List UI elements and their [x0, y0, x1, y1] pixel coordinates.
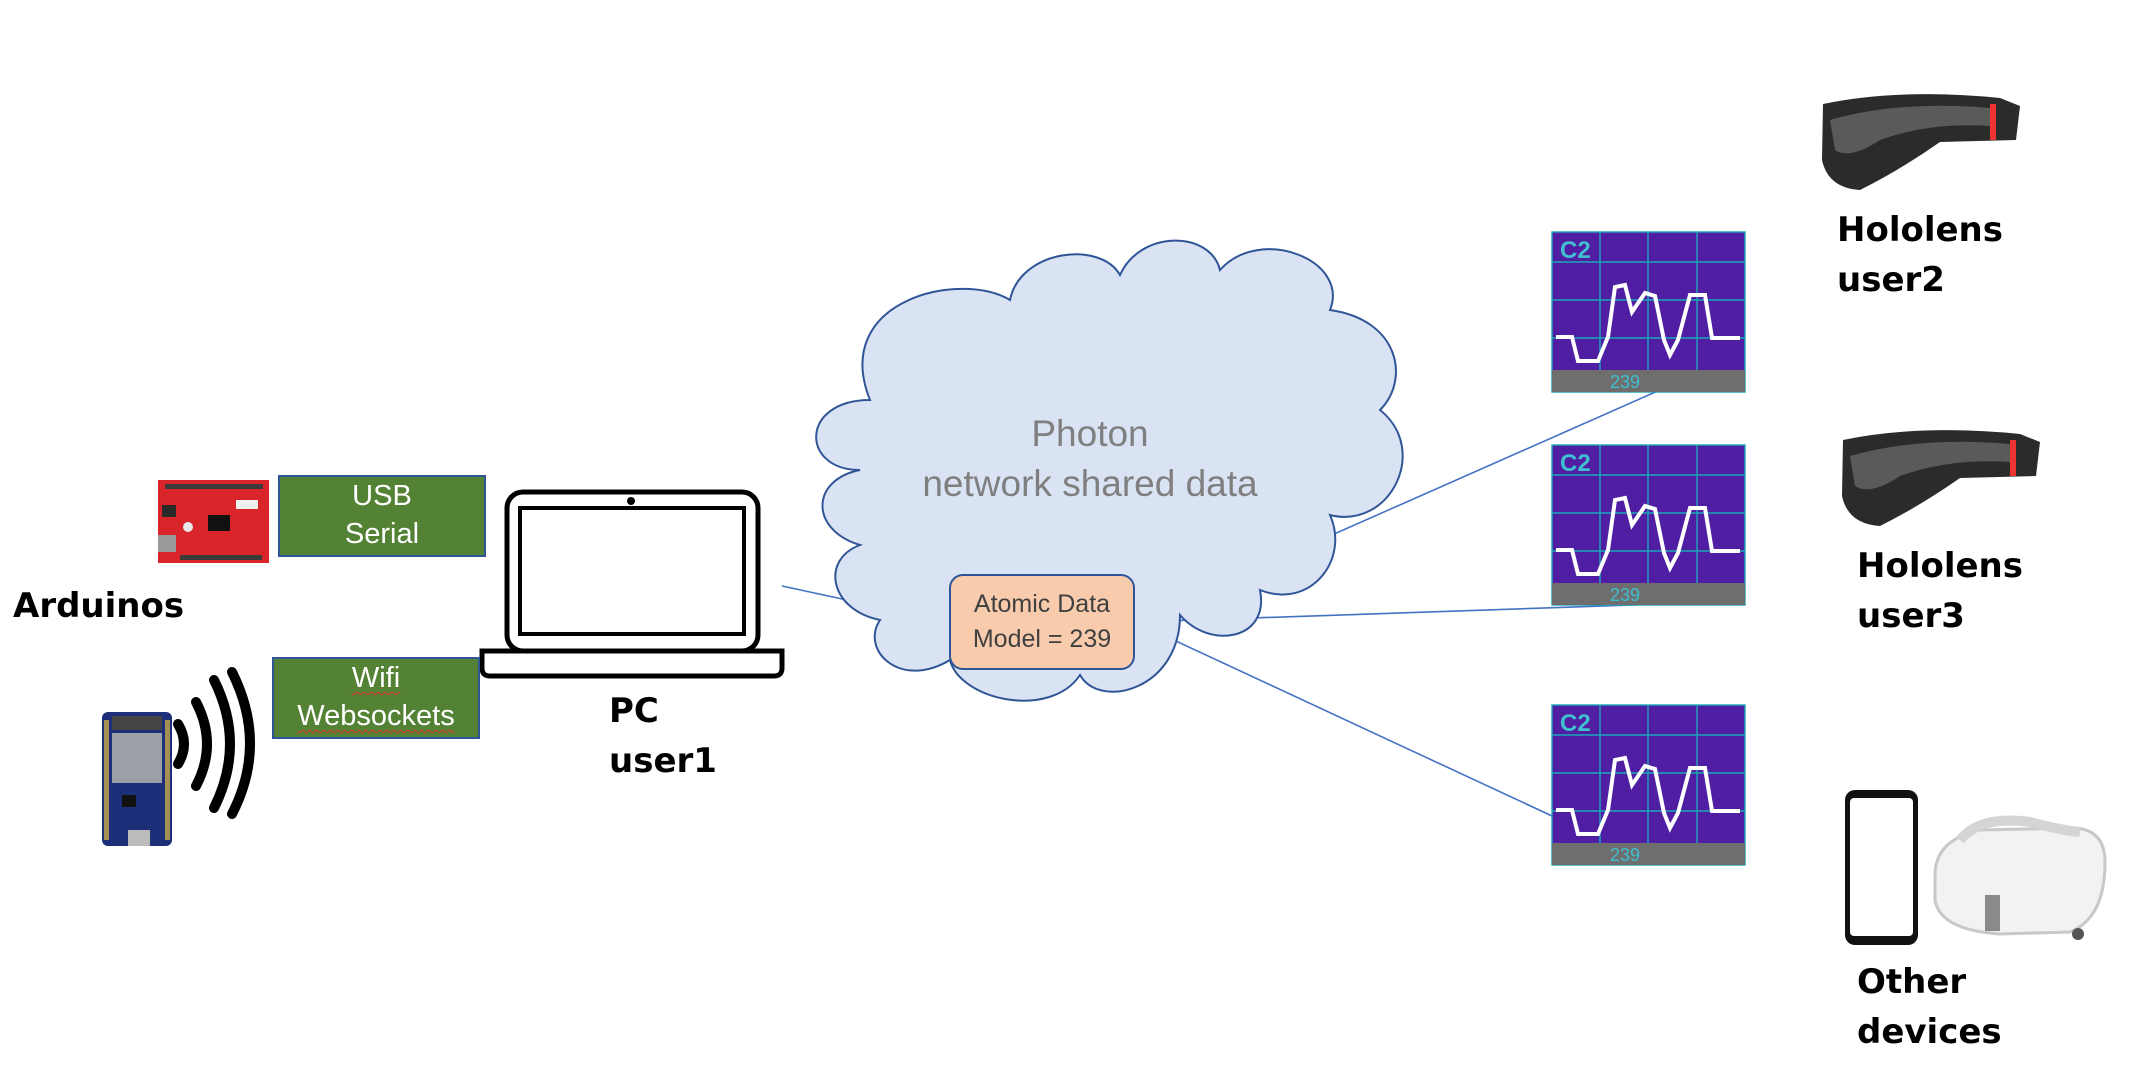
- pc-label: PC user1: [609, 686, 717, 786]
- hololens3-line2: user3: [1857, 596, 1965, 636]
- atomic-line1: Atomic Data: [973, 590, 1111, 618]
- wireless-signal-icon: [173, 667, 255, 819]
- pc-line1: PC: [609, 691, 659, 731]
- scope1-value: 239: [1610, 372, 1640, 392]
- scope2-value: 239: [1610, 585, 1640, 605]
- scope-panel-2: [1551, 444, 1746, 606]
- cloud-title-line1: Photon: [1031, 413, 1149, 454]
- other-line1: Other: [1857, 962, 1967, 1002]
- arduinos-label: Arduinos: [13, 581, 184, 631]
- esp32-board-icon: [102, 712, 172, 846]
- other-devices-label: Other devices: [1857, 957, 2002, 1057]
- atomic-line2: Model = 239: [972, 625, 1112, 653]
- scope2-channel: C2: [1560, 450, 1591, 477]
- arduino-board-icon: [158, 480, 269, 563]
- wifi-websockets-box: Wifi Websockets: [272, 657, 480, 739]
- scope-panel-3: [1551, 704, 1746, 866]
- scope3-channel: C2: [1560, 710, 1591, 737]
- cloud-title-line2: network shared data: [922, 463, 1258, 504]
- hololens3-line1: Hololens: [1857, 546, 2023, 586]
- hololens-headset-icon: [1842, 430, 2040, 526]
- laptop-icon: [479, 489, 785, 679]
- smartphone-icon: [1845, 790, 1918, 945]
- pc-line2: user1: [609, 741, 717, 781]
- hololens2-line2: user2: [1837, 260, 1945, 300]
- usb-line1: USB: [352, 480, 412, 512]
- hololens-user3-label: Hololens user3: [1857, 541, 2023, 641]
- atomic-data-box: Atomic Data Model = 239: [949, 574, 1135, 670]
- vr-headset-icon: [1933, 815, 2107, 940]
- wifi-line2: Websockets: [297, 700, 455, 732]
- hololens2-line1: Hololens: [1837, 210, 2003, 250]
- usb-line2: Serial: [344, 518, 420, 550]
- usb-serial-box: USB Serial: [278, 475, 486, 557]
- scope3-value: 239: [1610, 845, 1640, 865]
- line-atomic-to-scope3: [1134, 621, 1566, 823]
- cloud-title: Photon network shared data: [880, 409, 1300, 509]
- hololens-user2-label: Hololens user2: [1837, 205, 2003, 305]
- scope1-channel: C2: [1560, 237, 1591, 264]
- scope-panel-1: [1551, 231, 1746, 393]
- arduinos-text: Arduinos: [13, 586, 185, 626]
- other-line2: devices: [1857, 1012, 2002, 1052]
- hololens-headset-icon: [1822, 94, 2020, 190]
- wifi-line1: Wifi: [351, 662, 401, 694]
